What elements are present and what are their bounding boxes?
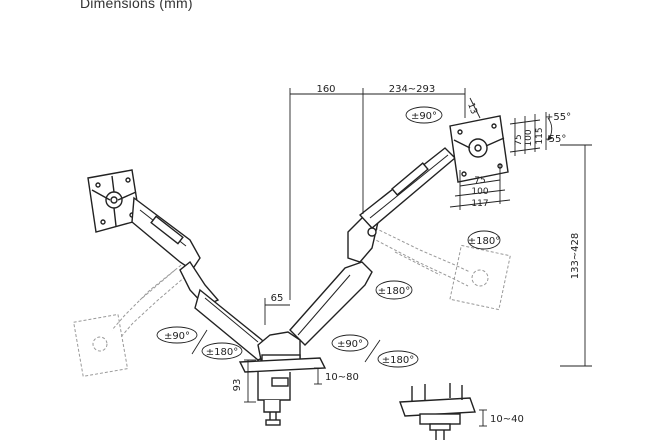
- page-title: Dimensions (mm): [80, 0, 193, 11]
- vesa-75-h: 75: [474, 176, 485, 186]
- angle-minus-55: -55°: [545, 134, 566, 145]
- right-monitor-plate: [449, 115, 509, 183]
- vesa-115-v: 115: [535, 127, 545, 144]
- grommet-base: [399, 383, 476, 440]
- dim-160: 160: [316, 84, 335, 95]
- dim-234-293: 234~293: [389, 84, 436, 95]
- dim-133-428: 133~428: [570, 233, 581, 280]
- angle-180-right: ±180°: [468, 236, 500, 247]
- dim-93: 93: [232, 379, 243, 392]
- dimension-lines: [244, 88, 592, 427]
- angle-180-bottom: ±180°: [382, 355, 414, 366]
- ghost-right-arm: [371, 227, 511, 311]
- dim-13: 13: [465, 102, 478, 116]
- dim-10-40: 10~40: [490, 414, 524, 425]
- center-post-and-clamp: [238, 331, 327, 426]
- vesa-100-h: 100: [471, 187, 488, 197]
- angle-90-top: ±90°: [411, 111, 437, 122]
- angle-90-left: ±90°: [164, 331, 190, 342]
- angle-90-bottom: ±90°: [337, 339, 363, 350]
- vesa-100-v: 100: [524, 129, 534, 146]
- left-monitor-plate: [87, 169, 141, 233]
- angle-plus-55: +55°: [545, 112, 571, 123]
- dim-10-80: 10~80: [325, 372, 359, 383]
- angle-180-mid: ±180°: [378, 286, 410, 297]
- right-arm: [289, 147, 457, 346]
- rotation-arcs: [156, 106, 553, 368]
- ghost-left-arm: [73, 261, 194, 377]
- left-arm: [131, 196, 269, 361]
- angle-180-left: ±180°: [206, 347, 238, 358]
- vesa-117-h: 117: [471, 199, 488, 209]
- dim-65: 65: [271, 293, 284, 304]
- vesa-75-v: 75: [514, 134, 524, 145]
